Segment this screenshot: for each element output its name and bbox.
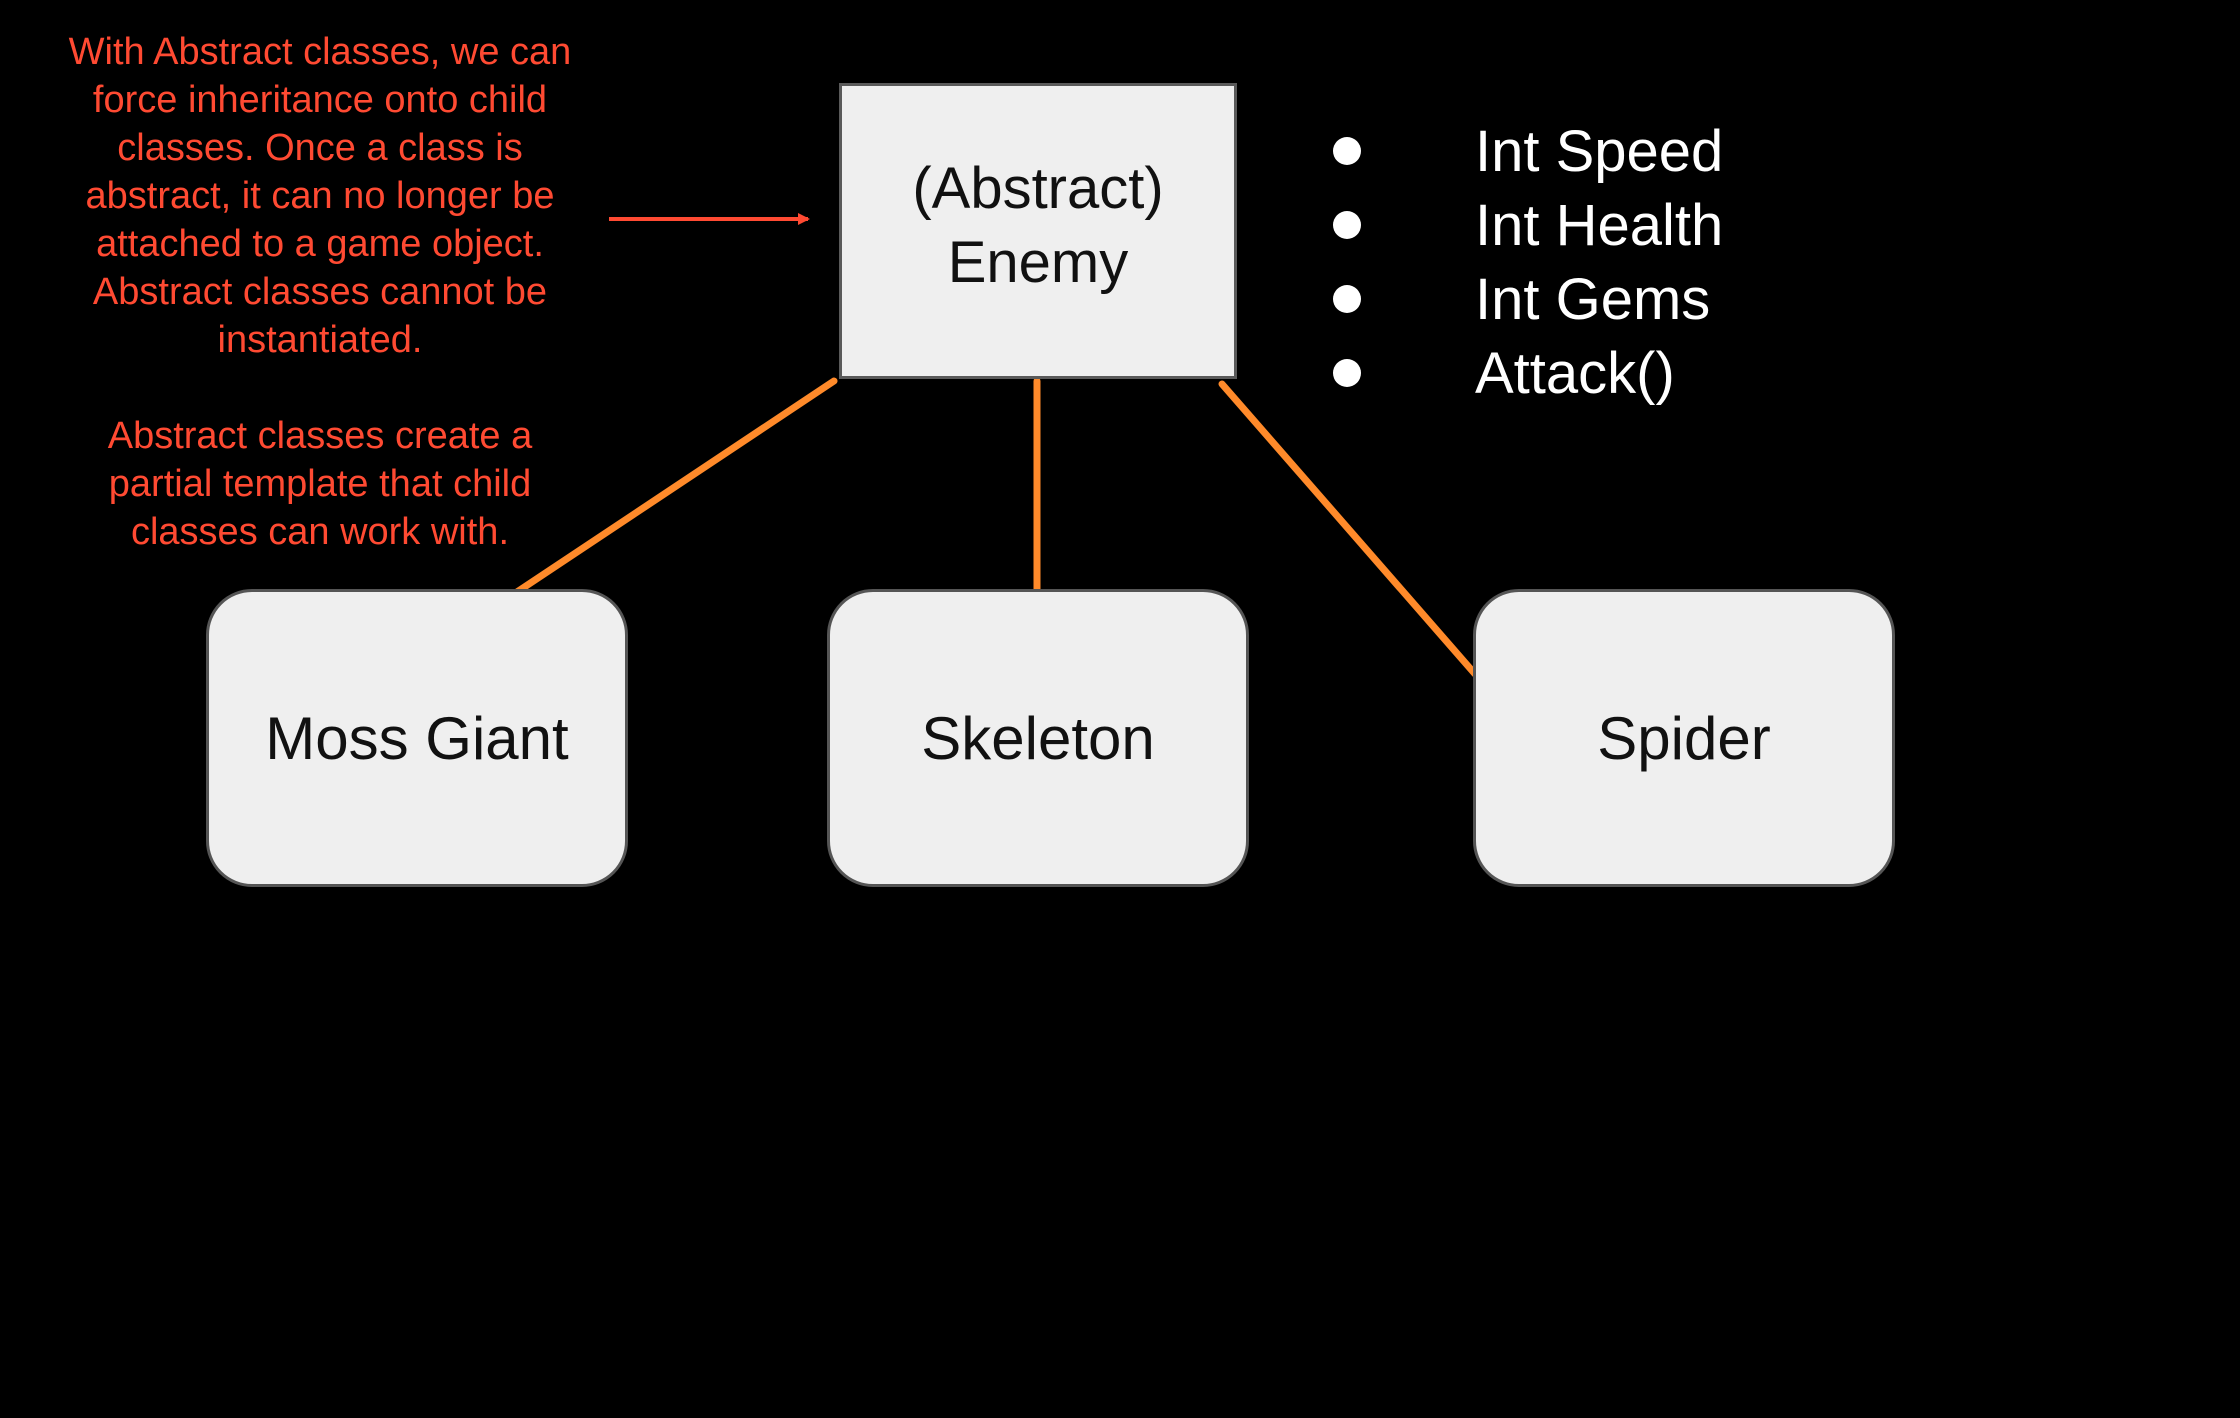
connector-moss-giant xyxy=(504,377,838,602)
member-item: Int Speed xyxy=(1310,114,1723,188)
member-label: Int Health xyxy=(1475,192,1724,258)
abstract-enemy-box: (Abstract) Enemy xyxy=(839,83,1237,379)
bullet-icon xyxy=(1333,285,1361,313)
spider-box: Spider xyxy=(1473,589,1895,887)
connector-spider xyxy=(1218,380,1479,678)
member-label: Int Gems xyxy=(1475,266,1711,332)
moss-giant-box: Moss Giant xyxy=(206,589,628,887)
bullet-icon xyxy=(1333,211,1361,239)
bullet-icon xyxy=(1333,137,1361,165)
enemy-member-list: Int Speed Int Health Int Gems Attack() xyxy=(1310,114,1723,410)
enemy-class-name: Enemy xyxy=(947,230,1129,295)
member-label: Int Speed xyxy=(1475,118,1724,184)
member-label: Attack() xyxy=(1475,340,1675,406)
explanation-paragraph-1: With Abstract classes, we can force inhe… xyxy=(68,31,572,361)
skeleton-label: Skeleton xyxy=(921,704,1155,772)
member-item: Int Gems xyxy=(1310,262,1723,336)
skeleton-box: Skeleton xyxy=(827,589,1249,887)
member-item: Int Health xyxy=(1310,188,1723,262)
member-item: Attack() xyxy=(1310,336,1723,410)
explanation-paragraph-2: Abstract classes create a partial templa… xyxy=(107,415,533,553)
moss-giant-label: Moss Giant xyxy=(265,704,569,772)
abstract-label: (Abstract) xyxy=(912,156,1164,221)
bullet-icon xyxy=(1333,359,1361,387)
spider-label: Spider xyxy=(1597,704,1771,772)
